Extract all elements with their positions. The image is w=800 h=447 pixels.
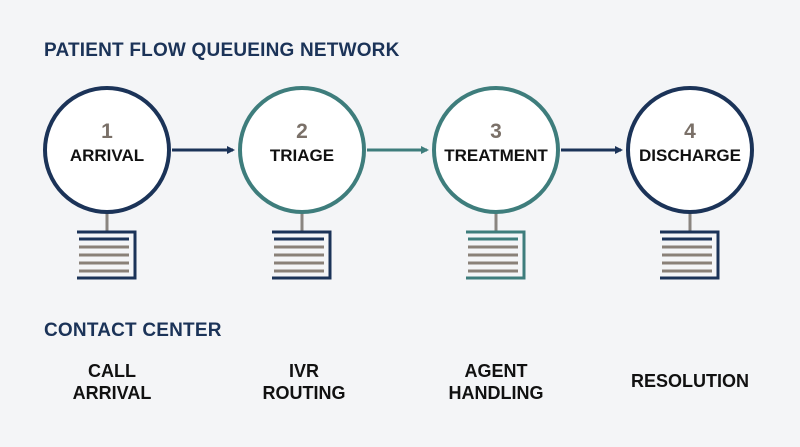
- contact-center-step-line: ROUTING: [262, 383, 346, 403]
- stage-number: 1: [101, 120, 113, 143]
- stage-number: 4: [684, 120, 696, 143]
- queue-frame: [272, 230, 332, 280]
- contact-center-step-line: RESOLUTION: [630, 371, 749, 391]
- stage-number: 2: [296, 120, 308, 143]
- stage-ring: [238, 86, 366, 214]
- queue-frame: [77, 230, 137, 280]
- stage-label: ARRIVAL: [70, 146, 144, 165]
- queue-buffer-1: [77, 230, 137, 280]
- queue-buffer-3: [466, 230, 526, 280]
- stage-number: 3: [490, 120, 502, 143]
- patient-flow-title: PATIENT FLOW QUEUEING NETWORK: [44, 40, 400, 61]
- queue-buffer-2: [272, 230, 332, 280]
- contact-center-step-4: RESOLUTION: [600, 370, 780, 392]
- stage-label: TREATMENT: [444, 146, 548, 165]
- contact-center-title: CONTACT CENTER: [44, 320, 222, 341]
- contact-center-step-line: ARRIVAL: [72, 383, 152, 403]
- queue-frame: [466, 230, 526, 280]
- queue-buffer-4: [660, 230, 720, 280]
- stage-ring: [432, 86, 560, 214]
- contact-center-step-line: HANDLING: [448, 383, 544, 403]
- contact-center-step-line: CALL: [88, 361, 136, 381]
- stage-ring: [626, 86, 754, 214]
- stage-label: TRIAGE: [270, 146, 334, 165]
- contact-center-step-line: AGENT: [464, 361, 528, 381]
- stage-label: DISCHARGE: [639, 146, 741, 165]
- queue-frame: [660, 230, 720, 280]
- contact-center-step-line: IVR: [288, 361, 319, 381]
- stage-ring: [43, 86, 171, 214]
